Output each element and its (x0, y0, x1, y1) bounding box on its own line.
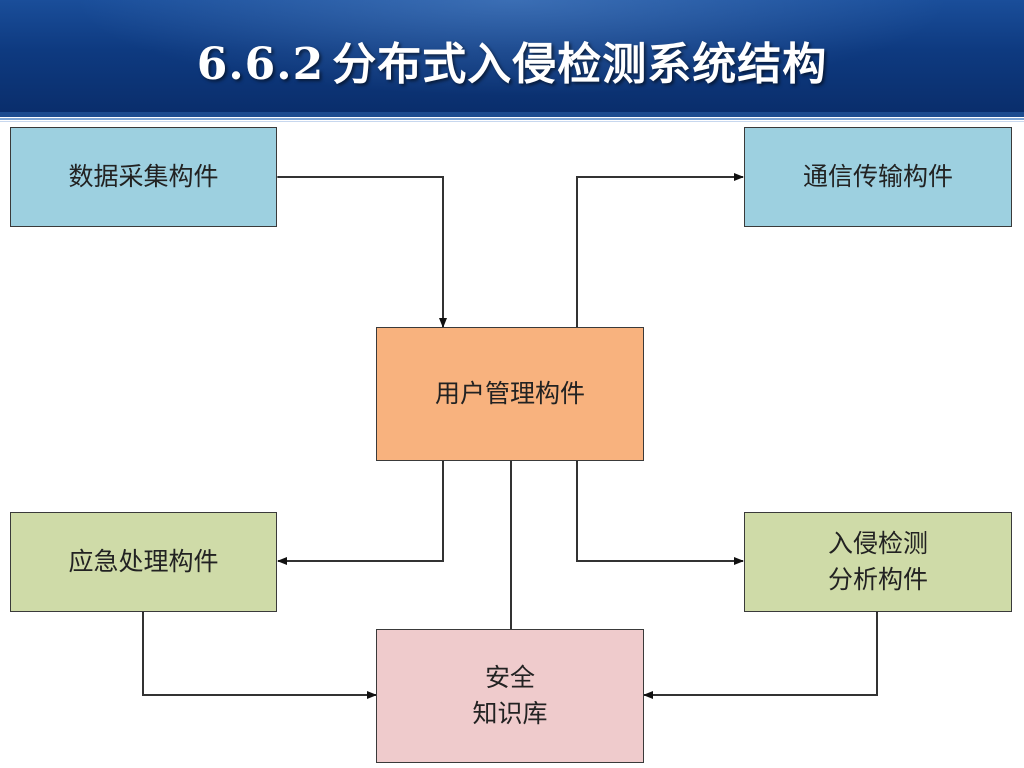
communication-label: 通信传输构件 (802, 162, 953, 191)
connector-communication-user-mgmt (573, 173, 744, 336)
intrusion-analysis-label-line1: 入侵检测 (827, 529, 928, 558)
connector-emergency-knowledge-base (139, 603, 377, 699)
knowledge-base-label-line2: 知识库 (472, 699, 548, 728)
connector-user-mgmt-emergency (277, 452, 447, 565)
title-number: 6.6.2 (196, 39, 325, 90)
user-management-label: 用户管理构件 (434, 379, 585, 408)
emergency-response-box: 应急处理构件 (10, 512, 277, 612)
intrusion-analysis-box: 入侵检测 分析构件 (744, 512, 1012, 612)
communication-box: 通信传输构件 (744, 127, 1012, 227)
header-rule (0, 121, 1024, 122)
user-management-box: 用户管理构件 (376, 327, 644, 461)
connector-user-mgmt-intrusion-analysis (573, 452, 744, 565)
header-glow (0, 0, 1024, 112)
knowledge-base-box: 安全 知识库 (376, 629, 644, 763)
data-collection-box: 数据采集构件 (10, 127, 277, 227)
title-text: 分布式入侵检测系统结构 (332, 39, 828, 90)
connector-data-collection-user-mgmt (269, 173, 447, 328)
connector-intrusion-analysis-knowledge-base (643, 603, 881, 699)
header-rule (0, 118, 1024, 120)
intrusion-analysis-label-line2: 分析构件 (827, 565, 928, 594)
knowledge-base-label-line1: 安全 (484, 663, 535, 692)
header-rule (0, 112, 1024, 117)
emergency-response-label: 应急处理构件 (68, 547, 219, 576)
data-collection-label: 数据采集构件 (68, 162, 219, 191)
